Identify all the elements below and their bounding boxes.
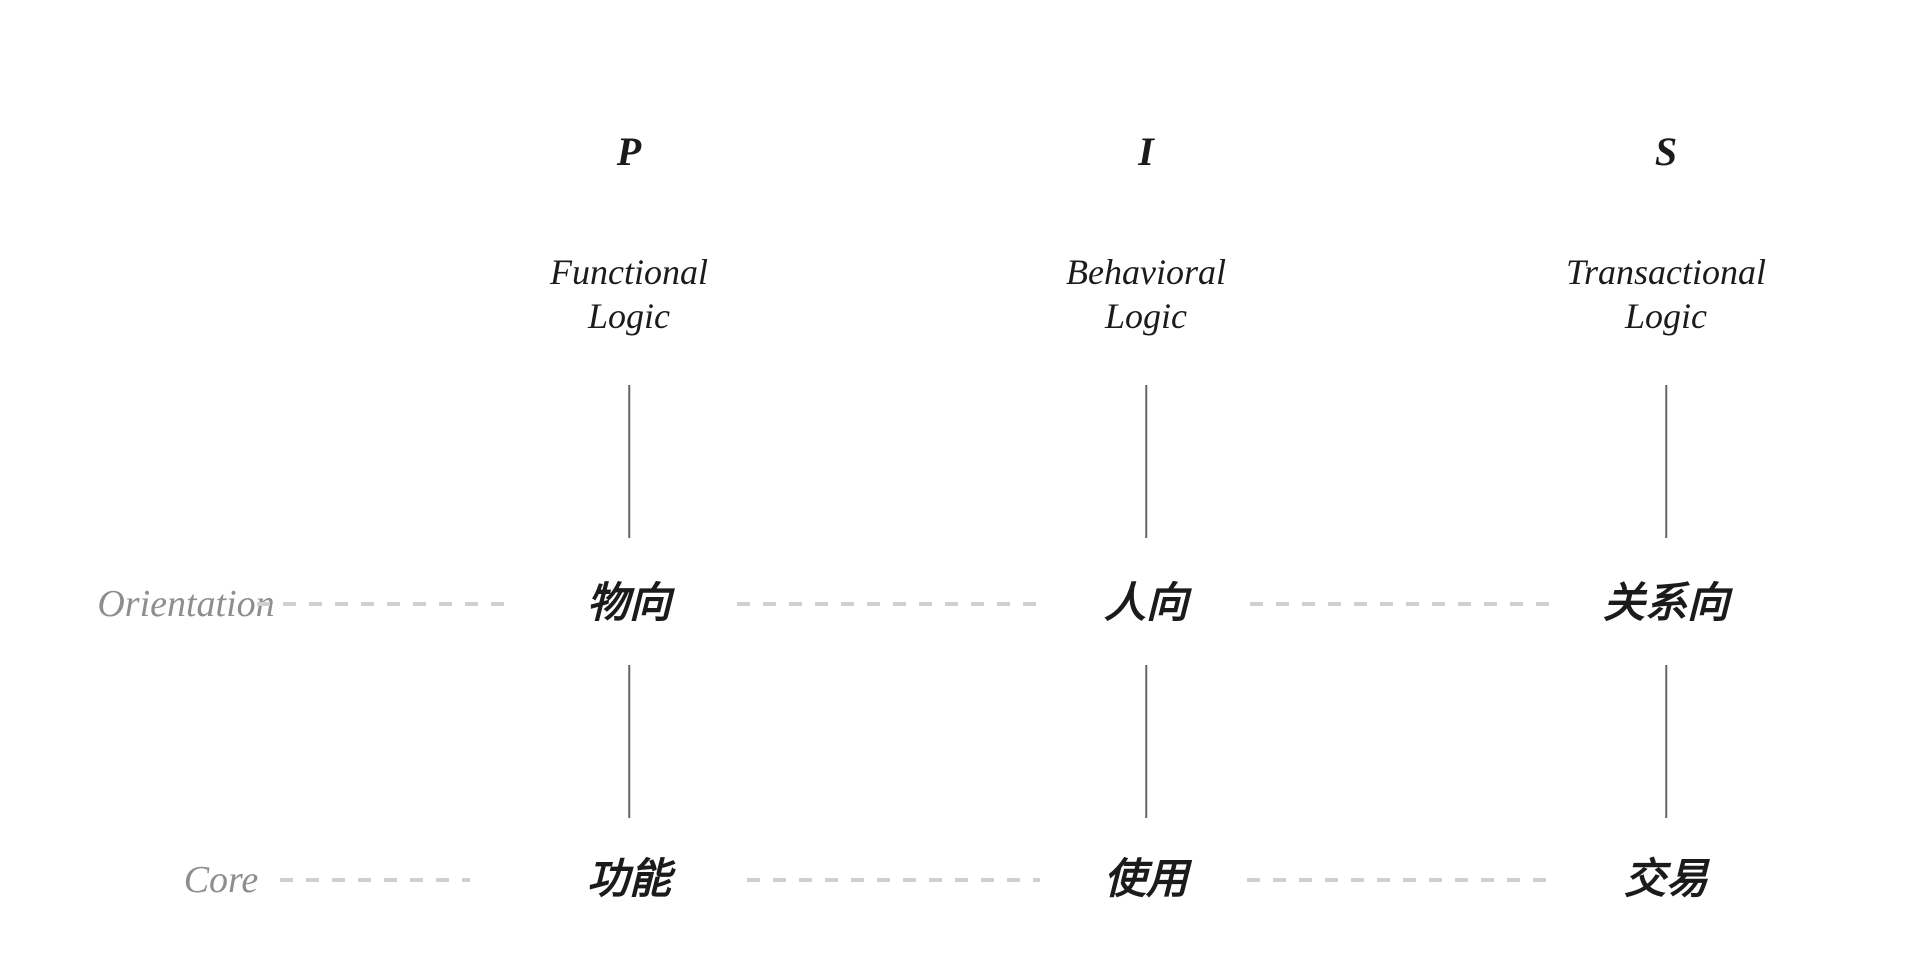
core-term-i: 使用 [1103, 857, 1189, 903]
column-p-subtitle-line2: Logic [587, 296, 671, 336]
row-label-orientation: Orientation [97, 583, 275, 625]
connector-line-upper-s [1665, 385, 1667, 538]
column-p-letter: P [616, 129, 642, 174]
column-i-letter: I [1138, 129, 1154, 174]
dashed-connector [1250, 602, 1558, 606]
dashed-connector [747, 878, 1040, 882]
connector-line-upper-i [1145, 385, 1147, 538]
orientation-term-s: 关系向 [1602, 581, 1730, 627]
column-s-letter: S [1654, 129, 1678, 174]
dashed-connector [737, 602, 1040, 606]
column-i-subtitle-line1: Behavioral [1066, 252, 1226, 292]
row-label-core: Core [183, 859, 259, 901]
column-s-subtitle-line1: Transactional [1565, 252, 1767, 292]
column-p-subtitle: Functional Logic [550, 250, 708, 338]
dashed-connector [1247, 878, 1547, 882]
column-p-subtitle-line1: Functional [550, 252, 708, 292]
column-i-subtitle: Behavioral Logic [1066, 250, 1226, 338]
core-term-p: 功能 [586, 857, 672, 903]
connector-line-lower-i [1145, 665, 1147, 818]
column-s-subtitle-line2: Logic [1624, 296, 1708, 336]
column-s-subtitle: Transactional Logic [1566, 250, 1766, 338]
orientation-term-i: 人向 [1103, 581, 1189, 627]
connector-line-upper-p [628, 385, 630, 538]
connector-line-lower-s [1665, 665, 1667, 818]
core-term-s: 交易 [1623, 857, 1709, 903]
column-i-subtitle-line2: Logic [1104, 296, 1187, 336]
dashed-connector [280, 878, 470, 882]
connector-line-lower-p [628, 665, 630, 818]
dashed-connector [257, 602, 517, 606]
orientation-term-p: 物向 [586, 581, 672, 627]
